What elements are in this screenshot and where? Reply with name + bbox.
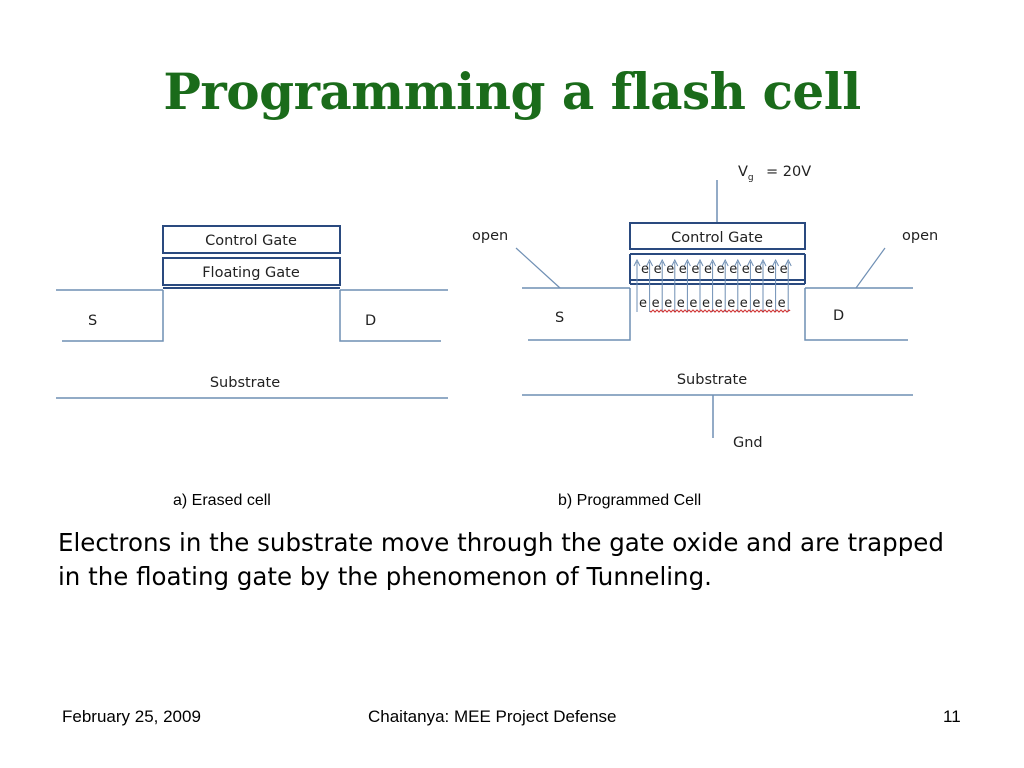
open-right-label: open — [902, 228, 938, 244]
programmed-cell-diagram: Vg = 20V Control Gate open open S D Subs… — [472, 164, 938, 451]
trapped-electron: e — [767, 262, 775, 277]
substrate-label: Substrate — [677, 372, 747, 388]
drain-label: D — [833, 308, 844, 324]
substrate-electron: e — [715, 296, 723, 311]
source-region — [528, 288, 631, 341]
substrate-electron: e — [702, 296, 710, 311]
trapped-electron: e — [717, 262, 725, 277]
gnd-label: Gnd — [733, 435, 763, 451]
source-region — [62, 290, 164, 342]
drain-label: D — [365, 313, 376, 329]
substrate-electron: e — [752, 296, 760, 311]
trapped-electron: e — [704, 262, 712, 277]
footer-date: February 25, 2009 — [62, 707, 201, 726]
vg-value: = 20V — [766, 164, 811, 180]
footer-center: Chaitanya: MEE Project Defense — [368, 707, 617, 726]
substrate-electron: e — [652, 296, 660, 311]
drain-region — [804, 288, 908, 341]
tunneling-arrow-head — [784, 258, 792, 267]
control-gate-label: Control Gate — [205, 233, 297, 249]
substrate-electron: e — [740, 296, 748, 311]
erased-cell-diagram: Control Gate Floating Gate S D Substrate — [56, 225, 448, 399]
trapped-electron: e — [654, 262, 662, 277]
trapped-electron: e — [780, 262, 788, 277]
tunneling-arrow-head — [671, 258, 679, 267]
open-right-pointer — [855, 247, 886, 289]
substrate-electron: e — [765, 296, 773, 311]
tunneling-arrow-head — [683, 258, 691, 267]
footer-page-number: 11 — [943, 707, 961, 726]
control-gate-label: Control Gate — [671, 230, 763, 246]
tunneling-arrow-head — [696, 258, 704, 267]
flash-cell-diagram: Control Gate Floating Gate S D Substrate… — [56, 164, 938, 451]
trapped-electron: e — [691, 262, 699, 277]
source-label: S — [555, 310, 564, 326]
tunneling-arrow-head — [734, 258, 742, 267]
tunneling-arrow-head — [759, 258, 767, 267]
floating-gate-label: Floating Gate — [202, 265, 300, 281]
channel-squiggle — [649, 309, 791, 313]
body-text: Electrons in the substrate move through … — [58, 528, 944, 591]
tunneling-arrow-head — [721, 258, 729, 267]
tunneling-arrow-head — [709, 258, 717, 267]
control-gate-box — [629, 222, 806, 250]
substrate-electron: e — [639, 296, 647, 311]
substrate-electron: e — [778, 296, 786, 311]
caption-programmed: b) Programmed Cell — [558, 492, 702, 509]
tunneling-arrow-head — [646, 258, 654, 267]
drain-region — [339, 290, 441, 342]
trapped-electron: e — [754, 262, 762, 277]
trapped-electron: e — [666, 262, 674, 277]
tunneling-arrow-head — [658, 258, 666, 267]
substrate-electron: e — [727, 296, 735, 311]
substrate-label: Substrate — [210, 375, 280, 391]
tunneling-arrow-head — [746, 258, 754, 267]
vg-label: Vg — [738, 164, 754, 183]
trapped-electron: e — [679, 262, 687, 277]
slide-title: Programming a flash cell — [163, 62, 861, 121]
substrate-electron: e — [677, 296, 685, 311]
control-gate-box — [162, 225, 341, 254]
caption-erased: a) Erased cell — [173, 492, 271, 509]
tunneling-arrow-head — [772, 258, 780, 267]
floating-gate-box — [162, 257, 341, 286]
open-left-label: open — [472, 228, 508, 244]
source-label: S — [88, 313, 97, 329]
trapped-electron: e — [729, 262, 737, 277]
substrate-electron: e — [689, 296, 697, 311]
tunneling-arrow-head — [633, 258, 641, 267]
tunneling-arrows — [633, 258, 792, 312]
trapped-electron: e — [641, 262, 649, 277]
trapped-electron: e — [742, 262, 750, 277]
substrate-electron: e — [664, 296, 672, 311]
open-left-pointer — [515, 247, 561, 289]
